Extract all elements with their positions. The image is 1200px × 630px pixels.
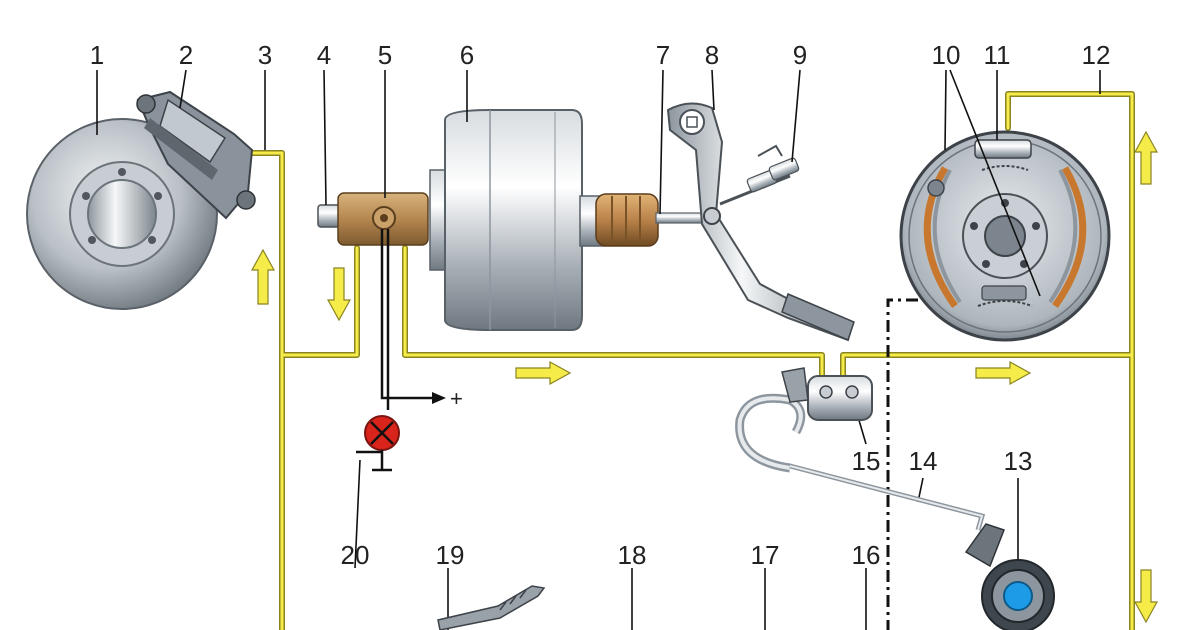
brake-pedal xyxy=(666,102,855,342)
regulator-linkage-rod xyxy=(789,463,986,531)
label-2: 2 xyxy=(179,40,193,70)
parking-brake-lever xyxy=(437,585,546,630)
callout-numbers: 1 2 3 4 5 6 7 8 9 10 11 12 13 14 15 16 1… xyxy=(90,40,1111,570)
label-18: 18 xyxy=(618,540,647,570)
arrow-down-master xyxy=(326,267,352,322)
push-rod-boot xyxy=(595,193,707,247)
rear-drum-brake xyxy=(899,130,1111,342)
label-11: 11 xyxy=(984,40,1011,70)
flow-arrows xyxy=(250,130,1159,624)
brake-pressure-regulator xyxy=(735,367,873,473)
arrow-down-rear xyxy=(1133,569,1159,624)
label-1: 1 xyxy=(90,40,104,70)
label-3: 3 xyxy=(258,40,272,70)
wire-plus-label: + xyxy=(450,386,463,411)
label-14: 14 xyxy=(909,446,938,476)
vacuum-booster xyxy=(429,109,605,331)
label-16: 16 xyxy=(852,540,881,570)
label-10: 10 xyxy=(932,40,961,70)
label-12: 12 xyxy=(1082,40,1111,70)
front-brake-caliper xyxy=(136,90,256,220)
label-8: 8 xyxy=(705,40,719,70)
label-6: 6 xyxy=(460,40,474,70)
pressure-warning-switch-block xyxy=(337,192,429,246)
label-15: 15 xyxy=(852,446,881,476)
label-19: 19 xyxy=(436,540,465,570)
label-7: 7 xyxy=(656,40,670,70)
parking-brake-cable xyxy=(886,298,918,630)
label-20: 20 xyxy=(341,540,370,570)
label-17: 17 xyxy=(751,540,780,570)
label-9: 9 xyxy=(793,40,807,70)
label-13: 13 xyxy=(1004,446,1033,476)
stop-light-switch xyxy=(719,144,800,206)
brake-lines xyxy=(244,91,1135,630)
brake-shoe-lining-right xyxy=(1052,166,1087,309)
rear-wheel-cylinder xyxy=(964,523,1055,630)
arrow-up-rear xyxy=(1133,130,1159,185)
warning-lamp-wiring xyxy=(356,229,432,454)
callout-leader-lines xyxy=(96,69,1101,630)
arrow-right-center xyxy=(515,360,572,386)
label-5: 5 xyxy=(378,40,392,70)
brake-warning-lamp xyxy=(364,415,400,472)
arrow-right-right xyxy=(975,360,1032,386)
wire-arrow-head xyxy=(432,392,446,404)
label-4: 4 xyxy=(317,40,331,70)
arrow-up-front-left xyxy=(250,248,276,305)
